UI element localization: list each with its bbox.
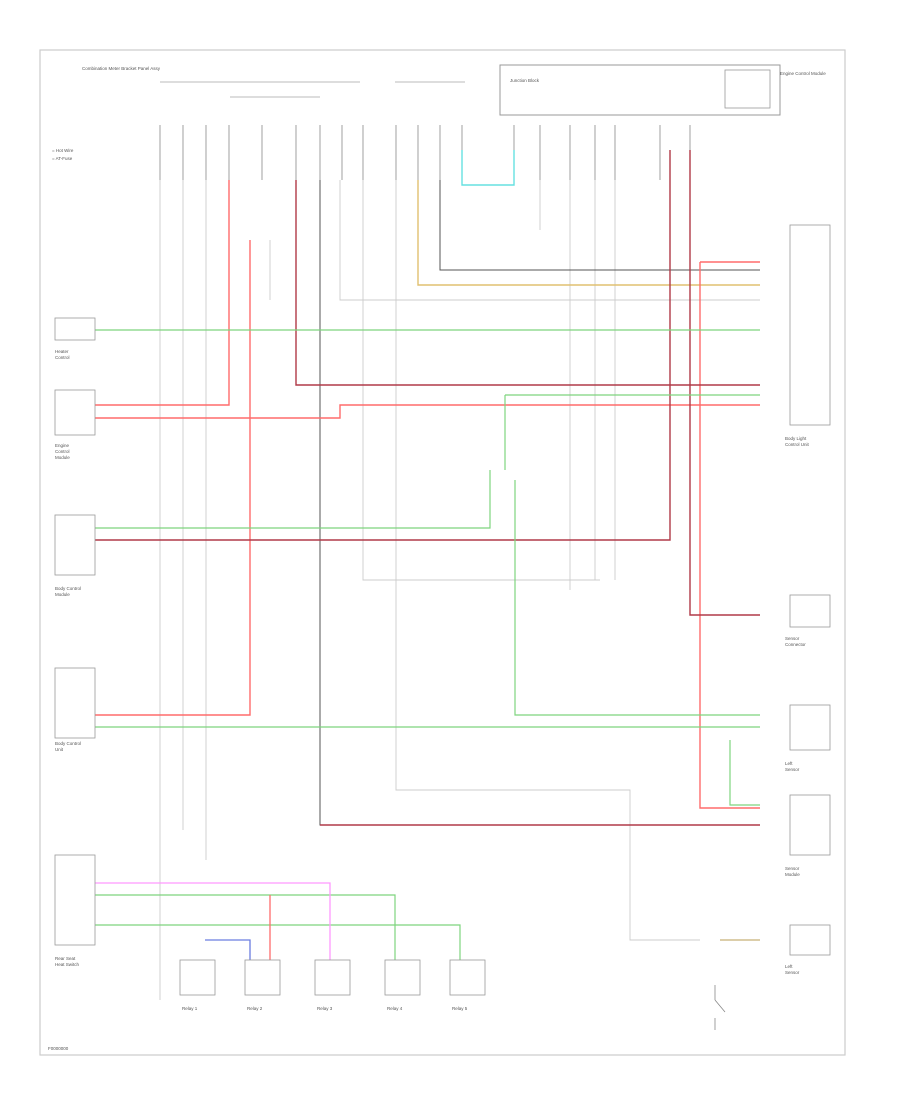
right-conn-4 [789,794,831,856]
relay-box-2 [244,959,281,996]
bottom-relays [179,959,486,996]
comp-box-3 [54,514,96,576]
comp-1-label-2: Control [55,355,70,360]
legend: = Hot Wire = AT-Fuse [52,148,74,161]
junction-block [499,64,781,116]
relay-2-label: Relay 2 [247,1006,263,1011]
junction-block-inner [724,69,771,109]
comp-box-1 [54,317,96,341]
blue-wire [205,939,251,960]
yellow-wire [417,180,760,286]
relay-1-label: Relay 1 [182,1006,198,1011]
relay-box-3 [314,959,351,996]
diagram-frame [39,49,846,1056]
comp-4-label: Body Control [55,741,81,746]
r-conn-3-label-2: Sensor [785,767,800,772]
relay-box-1 [179,959,216,996]
top-bus [160,81,465,98]
comp-2-label-2: Control [55,449,70,454]
top-panel-label: Combination Meter Bracket Panel Assy [82,66,161,71]
r-conn-4-label: Sensor [785,866,800,871]
legend-item-0: = Hot Wire [52,148,74,153]
comp-box-5 [54,854,96,946]
r-conn-1-label-2: Control Unit [785,442,810,447]
right-conn-5 [789,924,831,956]
black-wires [319,180,760,826]
footer-code: F0000000 [48,1046,69,1051]
relay-3-label: Relay 3 [317,1006,333,1011]
bottom-relay-labels: Relay 1 Relay 2 Relay 3 Relay 4 Relay 5 [182,1006,468,1011]
switch-symbol [714,985,726,1030]
left-component-labels: Heater Control Engine Control Module Bod… [55,349,81,967]
comp-2-label-3: Module [55,455,70,460]
r-conn-5-label-2: Sensor [785,970,800,975]
junction-block-label: Junction Block [510,78,540,83]
relay-box-4 [384,959,421,996]
relay-4-label: Relay 4 [387,1006,403,1011]
r-conn-2-label-2: Connector [785,642,806,647]
ecm-label: Engine Control Module [780,71,826,76]
red-wires [95,180,760,809]
right-connector-labels: Body Light Control Unit Sensor Connector… [785,436,810,975]
comp-4-label-2: Unit [55,747,64,752]
right-conn-1 [789,224,831,426]
comp-2-label: Engine [55,443,70,448]
r-conn-3-label: Left [785,761,793,766]
fuse-row [159,125,691,180]
green-wires [95,329,760,960]
r-conn-1-label: Body Light [785,436,807,441]
comp-5-label-2: Heat Switch [55,962,80,967]
legend-item-1: = AT-Fuse [52,156,73,161]
comp-5-label: Rear Seat [55,956,76,961]
relay-5-label: Relay 5 [452,1006,468,1011]
right-conn-3 [789,704,831,751]
violet-wire [95,882,331,960]
comp-3-label: Body Control [55,586,81,591]
right-connectors [789,224,831,956]
maroon-wires [95,150,760,826]
comp-1-label: Heater [55,349,69,354]
comp-3-label-2: Module [55,592,70,597]
relay-box-5 [449,959,486,996]
comp-box-4 [54,667,96,739]
r-conn-2-label: Sensor [785,636,800,641]
cyan-wire [461,150,515,186]
gray-wires [159,180,760,1000]
right-conn-2 [789,594,831,628]
left-components [54,317,96,946]
r-conn-4-label-2: Module [785,872,800,877]
r-conn-5-label: Left [785,964,793,969]
comp-box-2 [54,389,96,436]
